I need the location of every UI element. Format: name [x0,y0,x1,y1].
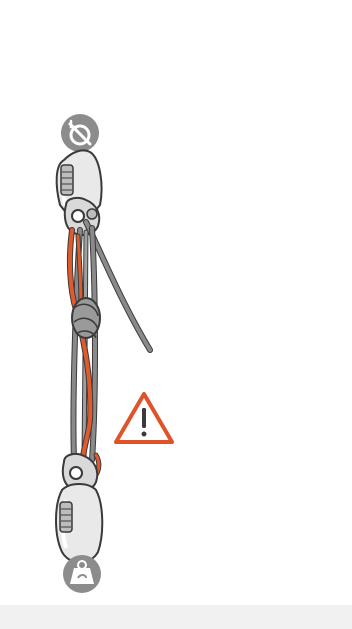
footer-strip [0,605,352,629]
anchor-rotation-icon [61,114,99,152]
bottom-carabiner [56,484,102,563]
rope-system-illustration [0,0,352,605]
rope-knot [72,298,100,338]
load-weight-icon [63,555,101,593]
warning-triangle-icon [116,394,172,442]
